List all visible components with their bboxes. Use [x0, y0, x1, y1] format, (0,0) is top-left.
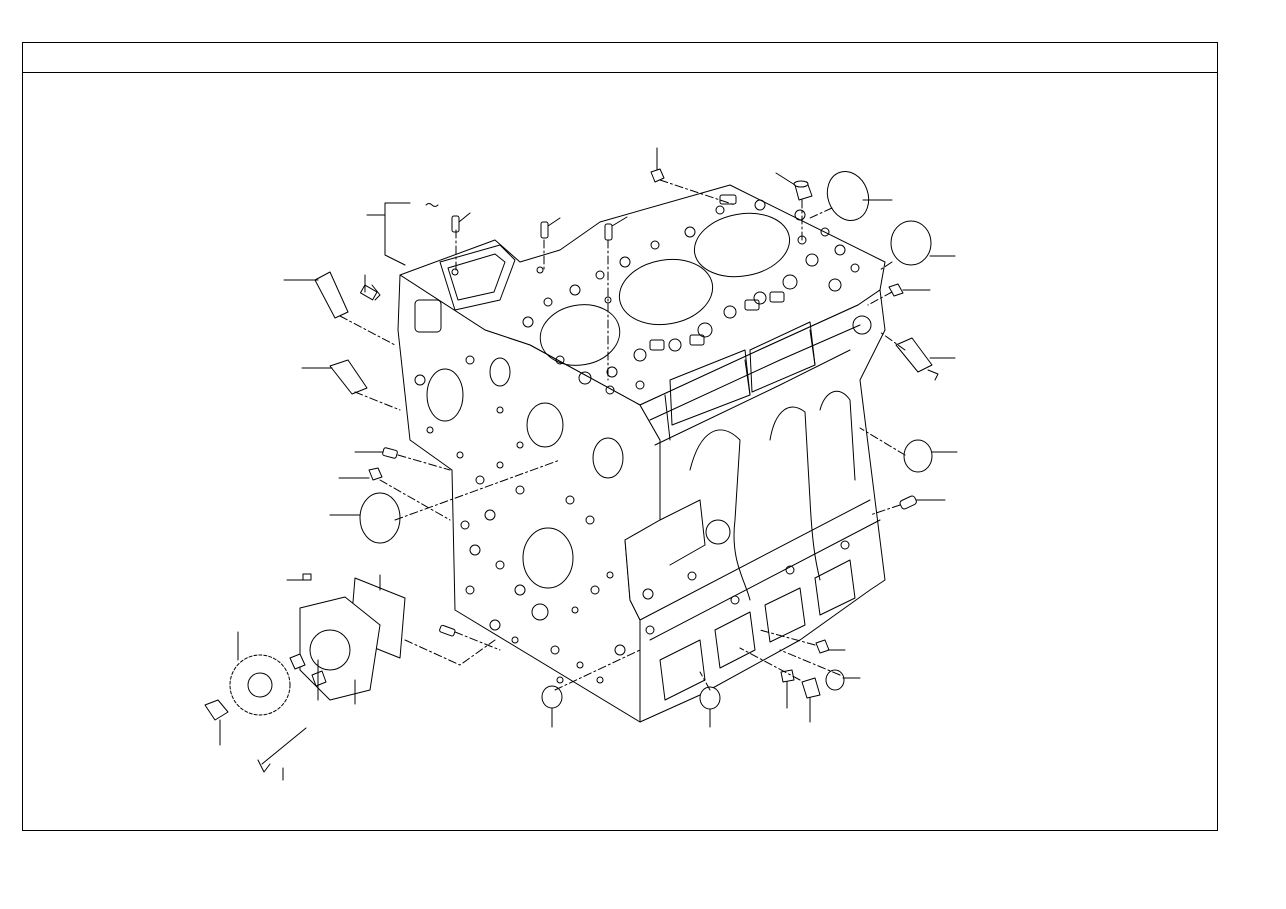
oil-cap-top — [794, 181, 808, 187]
front-plate-window — [448, 254, 505, 300]
dowel-right — [899, 495, 917, 510]
key-small — [303, 574, 311, 580]
block-side-detail — [640, 316, 880, 700]
oil-pump-gear-hub — [248, 673, 272, 697]
leader-dowel-left — [365, 275, 380, 300]
title-bar — [23, 43, 1217, 73]
pump-bolt — [258, 728, 306, 772]
callout-leaders — [220, 148, 957, 780]
cylinder-bore-2 — [614, 252, 718, 331]
dowel-pin-1 — [452, 216, 459, 232]
loose-parts — [205, 166, 938, 772]
top-nut — [651, 169, 664, 182]
boss-1 — [706, 520, 730, 544]
drawing-frame — [22, 42, 1218, 831]
leader-block — [367, 203, 410, 265]
leader-dowel-1 — [459, 213, 470, 222]
oil-pump-rotor — [310, 630, 350, 670]
oil-pressure-switch — [896, 338, 932, 372]
leader-dowel-2 — [548, 218, 560, 226]
sensor-terminal — [928, 370, 938, 380]
pin-lower — [439, 625, 455, 637]
small-nut-right — [889, 284, 903, 296]
leader-oil-cap — [776, 173, 795, 185]
leader-dowel-3 — [612, 217, 627, 226]
front-plate-top — [440, 245, 515, 310]
dowel-left — [360, 285, 377, 300]
deck-holes — [452, 195, 859, 394]
pump-plug — [312, 671, 326, 686]
drain-plug — [802, 678, 820, 698]
fuel-pipe-fitting — [315, 272, 348, 318]
cylinder-bore-1 — [535, 299, 624, 372]
cylinder-bore-3 — [689, 206, 794, 284]
expansion-plug-1 — [821, 166, 876, 227]
expansion-plug-2 — [891, 221, 931, 265]
leader-tilde — [426, 204, 438, 207]
cylinder-block — [398, 185, 885, 722]
plug-right-1 — [904, 440, 932, 472]
drain-washer — [781, 670, 794, 682]
plug-left-1 — [330, 360, 367, 394]
front-face-openings — [415, 300, 625, 683]
small-nut-left — [369, 468, 382, 480]
bottom-plug-1 — [542, 686, 562, 708]
pump-shaft-nut — [290, 654, 305, 669]
gear-nut — [205, 700, 228, 720]
dowel-pin-2 — [541, 222, 548, 238]
oil-seal-left — [360, 493, 400, 543]
bottom-nut — [816, 640, 829, 653]
dowel-pin-3 — [605, 224, 612, 240]
dowel-left-2 — [382, 447, 398, 458]
assembly-centerlines — [340, 180, 905, 690]
boss-2 — [853, 316, 871, 334]
